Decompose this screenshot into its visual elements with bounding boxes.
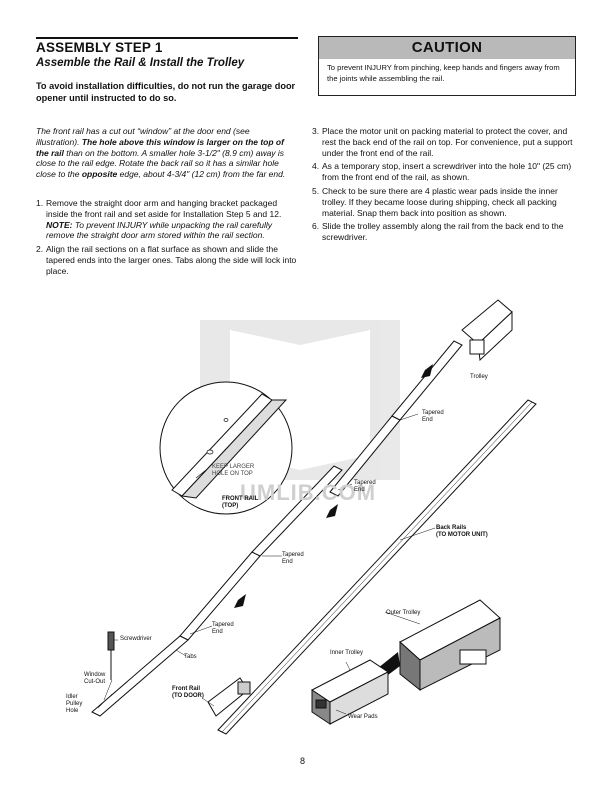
caution-box: CAUTION To prevent INJURY from pinching,… xyxy=(318,36,576,96)
intro-paragraph: The front rail has a cut out “window” at… xyxy=(36,126,294,180)
step-number: 5. xyxy=(312,185,320,196)
front-rail-bracket xyxy=(207,677,251,717)
rail-section-middle xyxy=(179,465,343,641)
note-label: NOTE: xyxy=(46,219,73,230)
label-inner-trolley: Inner Trolley xyxy=(330,650,364,656)
screwdriver-illustration xyxy=(107,631,115,680)
step-number: 3. xyxy=(312,126,320,136)
step-text: Slide the trolley assembly along the rai… xyxy=(322,221,564,243)
label-tapered-end: Tapered End xyxy=(354,480,376,493)
step-number: 4. xyxy=(312,161,320,172)
label-tapered-end: Tapered End xyxy=(282,552,304,565)
step-text: As a temporary stop, insert a screwdrive… xyxy=(322,161,572,183)
label-tabs: Tabs xyxy=(184,654,197,660)
intro-text-1: The front rail has a cut out “window” at… xyxy=(36,126,250,147)
caution-text: To prevent INJURY from pinching, keep ha… xyxy=(327,63,560,83)
installation-warning: To avoid installation difficulties, do n… xyxy=(36,81,296,103)
label-outer-trolley: Outer Trolley xyxy=(386,610,421,616)
step-text: Check to be sure there are 4 plastic wea… xyxy=(322,185,558,218)
step-text: Place the motor unit on packing material… xyxy=(322,126,573,158)
intro-text-3: edge, about 4-3/4" (12 cm) from the far … xyxy=(117,169,286,180)
list-item: 6.Slide the trolley assembly along the r… xyxy=(312,221,574,243)
front-rail xyxy=(91,635,189,717)
label-tapered-end: Tapered End xyxy=(212,622,234,635)
intro-text-2: than on the bottom. A smaller hole 3-1/2… xyxy=(36,147,285,180)
step-text: Align the rail sections on a flat surfac… xyxy=(46,244,297,276)
step-subtitle: Assemble the Rail & Install the Trolley xyxy=(36,57,245,69)
label-keep-larger-hole: KEEP LARGER HOLE ON TOP xyxy=(212,464,255,477)
list-item: 2. Align the rail sections on a flat sur… xyxy=(36,244,298,276)
step-text: Remove the straight door arm and hanging… xyxy=(46,198,282,219)
label-back-rails: Back Rails (TO MOTOR UNIT) xyxy=(436,525,488,538)
step-number: 2. xyxy=(36,244,44,255)
list-item: 5.Check to be sure there are 4 plastic w… xyxy=(312,186,574,218)
label-wear-pads: Wear Pads xyxy=(348,714,378,720)
intro-bold-2: opposite xyxy=(81,169,118,180)
leader-lines xyxy=(97,413,436,715)
trolley-illustration xyxy=(461,299,513,362)
list-item: 1. Remove the straight door arm and hang… xyxy=(36,198,298,241)
step-number: 6. xyxy=(312,221,320,232)
outer-trolley-illustration xyxy=(399,599,501,692)
caution-heading: CAUTION xyxy=(319,37,575,59)
label-window-cutout: Window Cut-Out xyxy=(84,672,106,685)
label-screwdriver: Screwdriver xyxy=(120,636,152,642)
label-idler-pulley-hole: Idler Pulley Hole xyxy=(66,694,83,714)
step-title: ASSEMBLY STEP 1 xyxy=(36,40,163,55)
label-front-rail-door: Front Rail (TO DOOR) xyxy=(172,686,204,699)
label-front-rail-top: FRONT RAIL (TOP) xyxy=(222,496,259,509)
intro-bold-1: The hole above this window is larger on … xyxy=(36,136,284,158)
arrow-icon xyxy=(326,504,338,518)
rail-section-upper xyxy=(329,340,463,497)
label-trolley: Trolley xyxy=(470,374,488,380)
back-rail xyxy=(217,399,537,735)
zoom-detail-circle xyxy=(159,381,293,515)
page-number: 8 xyxy=(300,756,306,766)
list-item: 4.As a temporary stop, insert a screwdri… xyxy=(312,161,574,183)
arrow-icon xyxy=(234,594,246,608)
direction-arrows xyxy=(234,364,433,608)
steps-left-list: 1. Remove the straight door arm and hang… xyxy=(36,198,298,280)
inner-trolley-illustration xyxy=(311,659,389,725)
watermark-text: UMLIB.COM xyxy=(240,480,377,505)
label-tapered-end: Tapered End xyxy=(422,410,444,423)
arrow-icon xyxy=(421,364,433,378)
note-text: To prevent INJURY while unpacking the ra… xyxy=(46,219,272,241)
list-item: 3.Place the motor unit on packing materi… xyxy=(312,126,574,158)
step-number: 1. xyxy=(36,198,44,208)
step-title-rule xyxy=(36,37,298,39)
steps-right-list: 3.Place the motor unit on packing materi… xyxy=(312,126,574,246)
